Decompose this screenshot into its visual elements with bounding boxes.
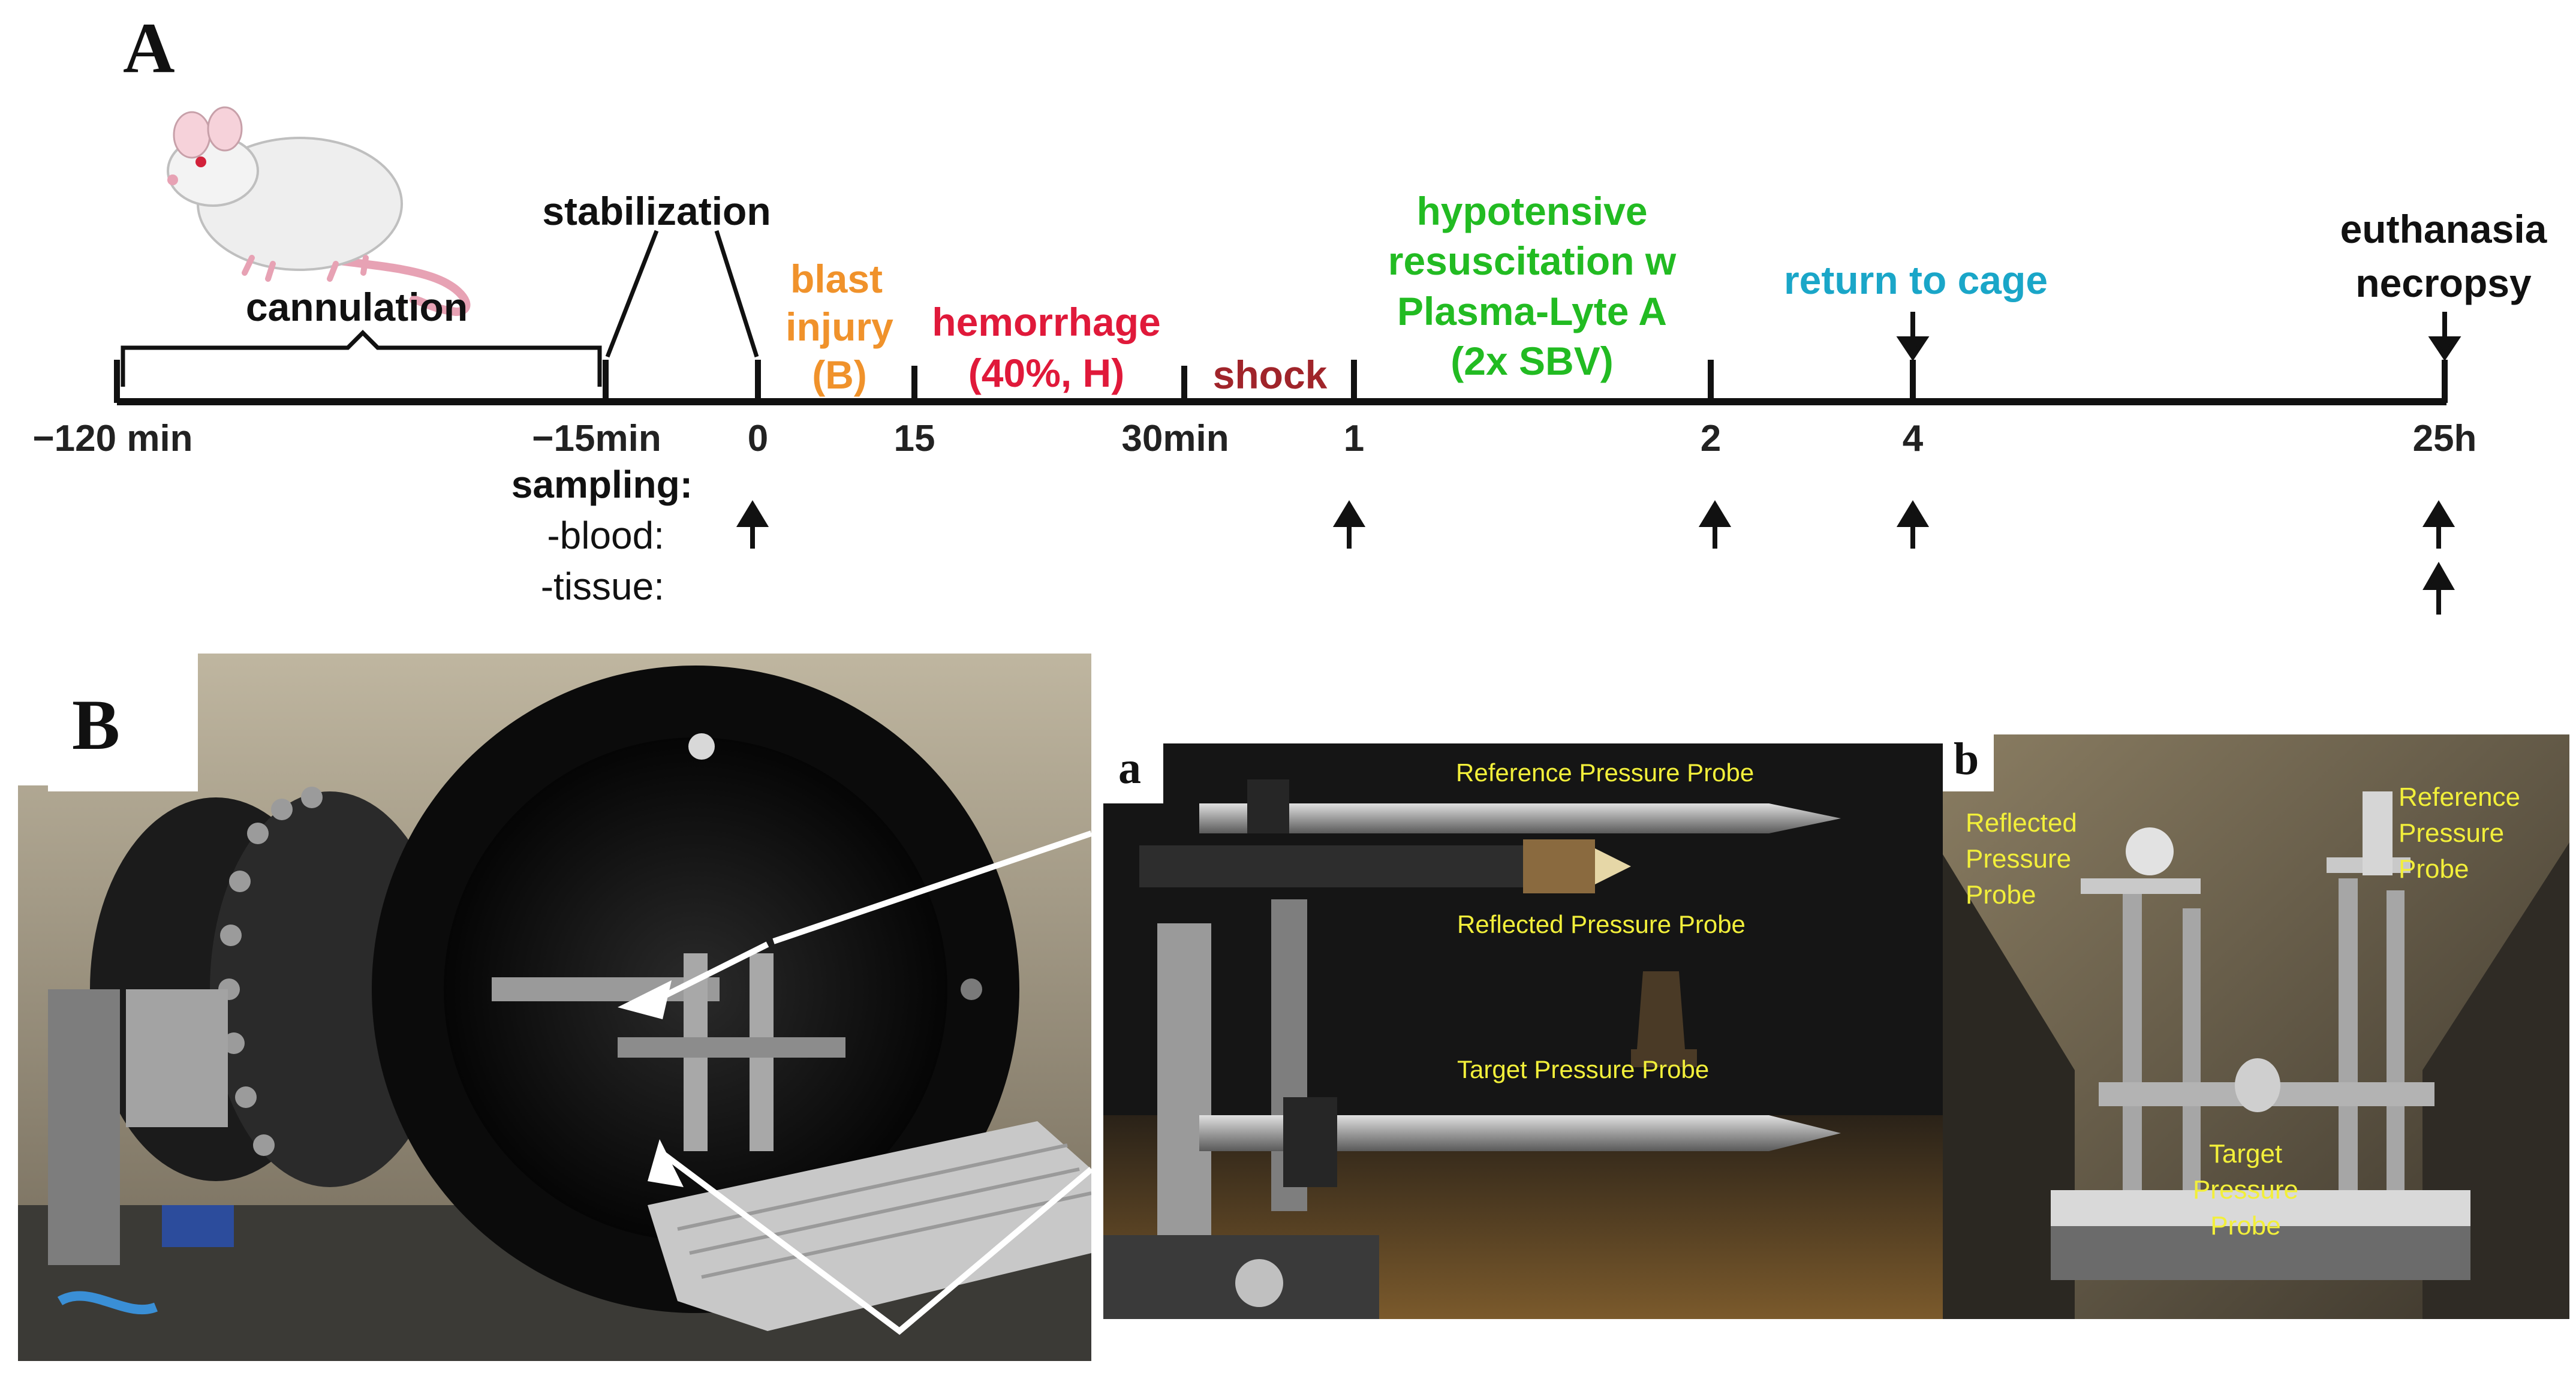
label-reflected-probe-b: Reflected Pressure Probe bbox=[1966, 805, 2077, 913]
label-target-probe-b: Target Pressure Probe bbox=[2171, 1136, 2321, 1244]
tick-0: 0 bbox=[748, 418, 768, 459]
sampling-tissue: -tissue: bbox=[541, 565, 664, 608]
label-reference-b-line3: Probe bbox=[2399, 854, 2469, 884]
cannulation-brace bbox=[121, 330, 602, 387]
panel-b-sub-b-letter-box: b bbox=[1943, 734, 1994, 791]
stabilization-wedge bbox=[605, 230, 759, 358]
probe-setup-photo-a: a Reference Pressure Probe Reflected Pre… bbox=[1103, 743, 1943, 1319]
label-target-b-line3: Probe bbox=[2210, 1211, 2281, 1240]
sampling-arrows bbox=[736, 500, 2455, 615]
phase-stabilization: stabilization bbox=[542, 189, 771, 233]
sampling-title: sampling: bbox=[511, 463, 693, 506]
label-target-b-line2: Pressure bbox=[2192, 1175, 2299, 1205]
phase-blast-line3: (B) bbox=[812, 353, 867, 397]
timeline-ticks bbox=[114, 360, 2448, 403]
phase-resus-line2: resuscitation w bbox=[1388, 239, 1677, 283]
tick-minus15: −15min bbox=[532, 418, 661, 459]
label-reference-probe-b: Reference Pressure Probe bbox=[2399, 779, 2520, 887]
rat-icon bbox=[167, 106, 471, 317]
label-reference-probe-a: Reference Pressure Probe bbox=[1456, 758, 1755, 787]
panel-b-sub-b-letter: b bbox=[1954, 734, 1979, 784]
phase-resus-line1: hypotensive bbox=[1416, 189, 1647, 233]
panel-b-sub-a-letter-box: a bbox=[1103, 743, 1163, 803]
phase-hemorrhage-line2: (40%, H) bbox=[968, 351, 1124, 395]
label-reflected-b-line2: Pressure bbox=[1966, 844, 2072, 874]
label-reference-b-line2: Pressure bbox=[2399, 818, 2505, 848]
tick-4: 4 bbox=[1903, 418, 1924, 459]
panel-a-timeline: A cannulation stabilization blast injury… bbox=[32, 8, 2548, 615]
tick-15: 15 bbox=[894, 418, 935, 459]
label-reference-b-line1: Reference bbox=[2399, 782, 2521, 812]
panel-b-sub-a-letter: a bbox=[1118, 743, 1141, 793]
phase-return: return to cage bbox=[1784, 258, 2048, 302]
phase-blast-line1: blast bbox=[790, 257, 883, 301]
tick-1: 1 bbox=[1344, 418, 1364, 459]
label-target-b-line1: Target bbox=[2208, 1139, 2283, 1169]
label-reflected-b-line3: Probe bbox=[1966, 880, 2036, 910]
panel-b-letter-box: B bbox=[48, 660, 198, 791]
phase-blast-line2: injury bbox=[786, 305, 893, 349]
tick-minus120: −120 min bbox=[32, 418, 192, 459]
tick-25h: 25h bbox=[2413, 418, 2477, 459]
phase-hemorrhage-line1: hemorrhage bbox=[932, 300, 1160, 344]
tick-30min: 30min bbox=[1121, 418, 1229, 459]
label-reflected-probe-a: Reflected Pressure Probe bbox=[1457, 910, 1746, 938]
phase-shock: shock bbox=[1213, 353, 1328, 397]
phase-euthanasia-line1: euthanasia bbox=[2340, 207, 2548, 251]
phase-cannulation: cannulation bbox=[246, 285, 468, 329]
tick-2: 2 bbox=[1701, 418, 1721, 459]
phase-euthanasia-line2: necropsy bbox=[2355, 261, 2532, 305]
probe-setup-photo-b: b Reflected Pressure Probe Reference Pre… bbox=[1943, 734, 2569, 1319]
panel-a-letter: A bbox=[123, 8, 175, 88]
label-target-probe-a: Target Pressure Probe bbox=[1457, 1055, 1710, 1083]
label-reflected-b-line1: Reflected bbox=[1966, 808, 2077, 838]
phase-resus-line4: (2x SBV) bbox=[1450, 339, 1613, 383]
panel-b-letter: B bbox=[72, 685, 121, 764]
phase-resus-line3: Plasma-Lyte A bbox=[1397, 289, 1667, 333]
sampling-blood: -blood: bbox=[547, 514, 664, 557]
event-arrows bbox=[1896, 312, 2461, 362]
